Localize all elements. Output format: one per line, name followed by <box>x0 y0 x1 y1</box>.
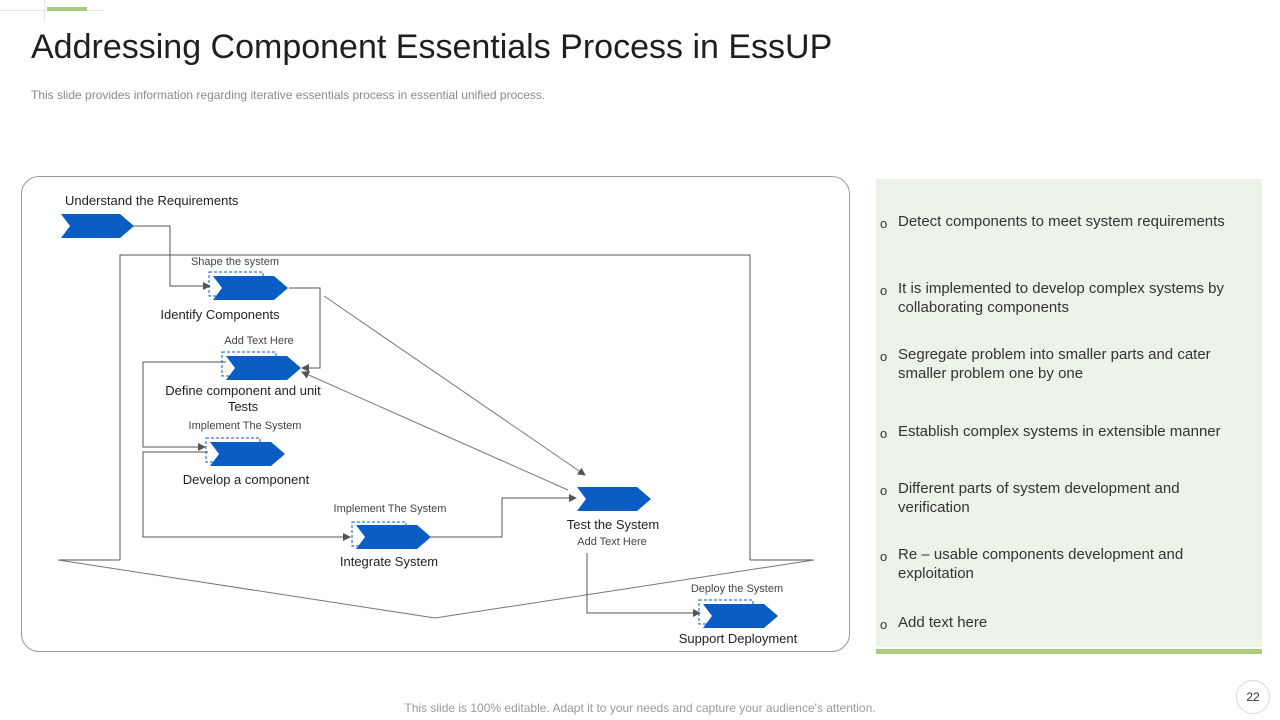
panel-bullet: o Re – usable components development and… <box>880 545 1250 583</box>
connector <box>132 225 211 290</box>
page-subtitle: This slide provides information regardin… <box>31 88 546 102</box>
chevron-step-icon <box>213 276 288 300</box>
panel-bullet: o Segregate problem into smaller parts a… <box>880 345 1250 383</box>
title-accent-bar <box>47 7 87 11</box>
connector <box>142 451 351 541</box>
diagram-frame <box>21 176 850 652</box>
step-label-understand-requirements: Understand the Requirements <box>65 193 239 208</box>
chevron-step-icon <box>703 604 778 628</box>
panel-bullet: o Add text here <box>880 613 1250 634</box>
panel-bullet: o It is implemented to develop complex s… <box>880 279 1250 317</box>
step-label-identify-components: Identify Components <box>160 307 280 322</box>
bullet-text: Add text here <box>898 614 988 631</box>
bullet-marker: o <box>880 617 888 632</box>
bullet-text: It is implemented to develop complex sys… <box>898 280 1224 316</box>
connector <box>289 287 321 372</box>
step-sublabel: Shape the system <box>190 256 280 268</box>
step-label-test-system: Test the System <box>566 517 660 532</box>
bullet-text: Establish complex systems in extensible … <box>898 423 1221 440</box>
panel-bullet: o Establish complex systems in extensibl… <box>880 422 1250 443</box>
step-sublabel: Implement The System <box>333 503 447 515</box>
footer-note: This slide is 100% editable. Adapt it to… <box>404 701 876 715</box>
step-sublabel: Add Text Here <box>224 335 294 347</box>
bullet-marker: o <box>880 349 888 364</box>
bullet-text: Detect components to meet system require… <box>898 213 1225 230</box>
funnel-bottom <box>57 559 815 619</box>
chevron-step-icon <box>226 356 301 380</box>
connector <box>142 361 226 451</box>
connector <box>586 553 701 617</box>
step-label-develop-component: Develop a component <box>182 472 310 487</box>
corner-decoration-line <box>44 0 45 22</box>
bullet-text: Re – usable components development and e… <box>898 546 1184 582</box>
connector <box>430 494 577 538</box>
chevron-step-icon <box>210 442 285 466</box>
panel-bullet: o Detect components to meet system requi… <box>880 212 1250 233</box>
bullet-marker: o <box>880 549 888 564</box>
description-panel <box>876 179 1262 647</box>
chevron-step-icon <box>356 525 431 549</box>
connector <box>301 371 569 491</box>
bullet-marker: o <box>880 426 888 441</box>
bullet-marker: o <box>880 283 888 298</box>
step-label-define-component-tests: Define component and unit Tests <box>165 383 321 414</box>
bullet-marker: o <box>880 216 888 231</box>
chevron-step-icon <box>61 214 134 238</box>
chevron-step-icon <box>577 487 651 511</box>
page-title: Addressing Component Essentials Process … <box>31 28 833 66</box>
page-number: 22 <box>1236 680 1270 714</box>
connector <box>323 295 586 476</box>
iteration-loop-outline <box>119 254 751 560</box>
step-label-support-deployment: Support Deployment <box>678 631 798 646</box>
bullet-text: Segregate problem into smaller parts and… <box>898 346 1211 382</box>
step-sublabel: Deploy the System <box>690 583 784 595</box>
panel-accent-bar <box>876 649 1262 654</box>
step-sublabel: Add Text Here <box>577 536 647 548</box>
panel-bullet: o Different parts of system development … <box>880 479 1250 517</box>
step-sublabel: Implement The System <box>188 420 302 432</box>
bullet-text: Different parts of system development an… <box>898 480 1180 516</box>
step-label-integrate-system: Integrate System <box>339 554 439 569</box>
bullet-marker: o <box>880 483 888 498</box>
